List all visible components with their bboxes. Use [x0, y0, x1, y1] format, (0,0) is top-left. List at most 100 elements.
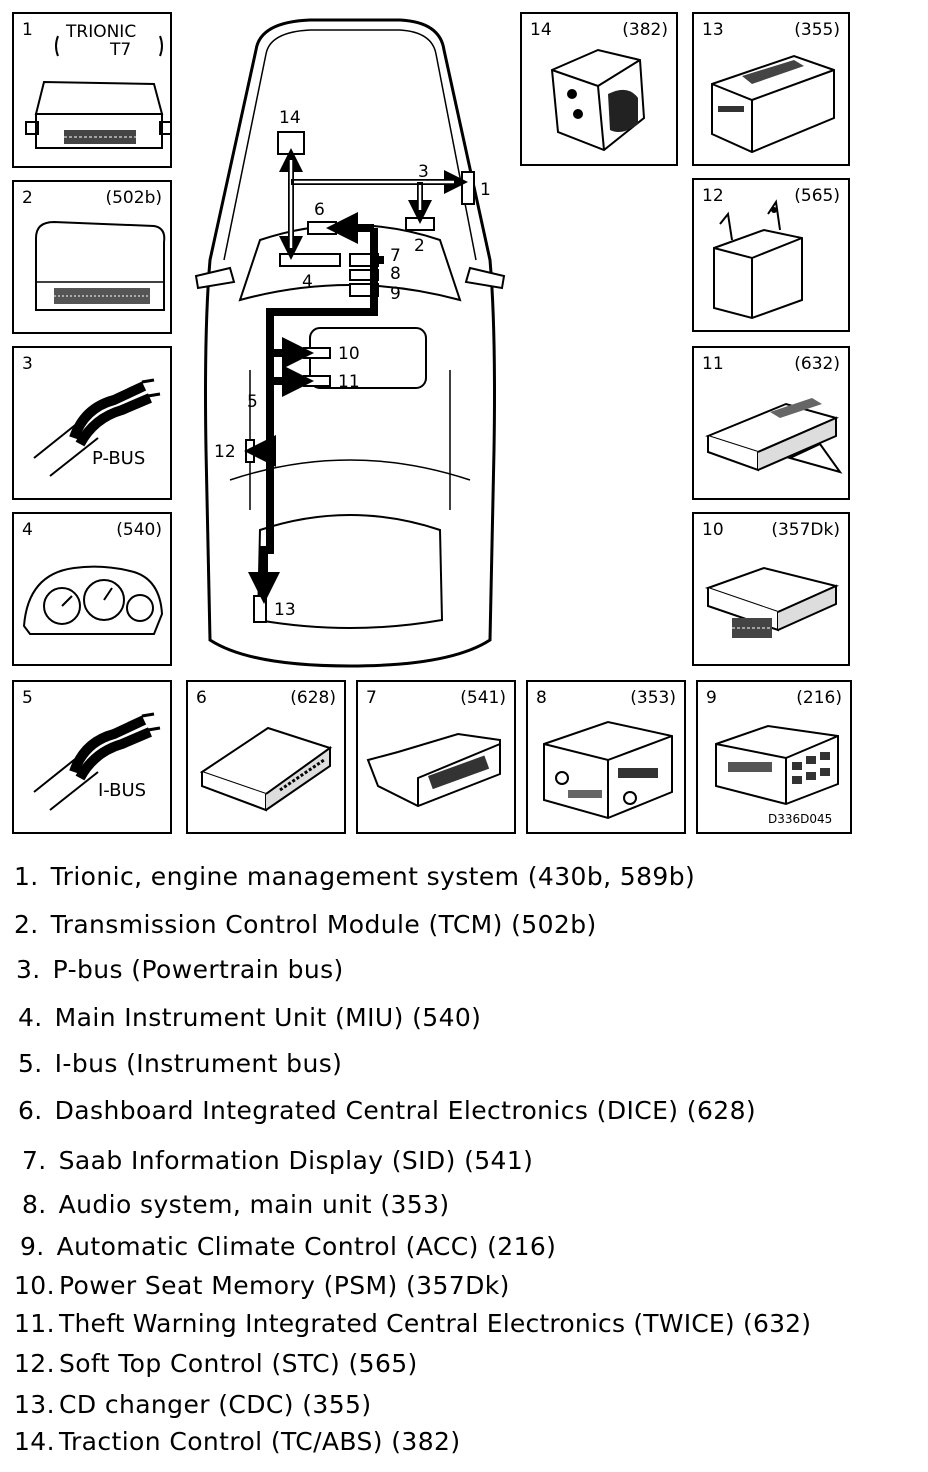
car-label-12: 12	[214, 442, 236, 462]
component-panel-7: 7 (541)	[356, 680, 516, 834]
car-label-2: 2	[414, 236, 425, 256]
component-panel-8: 8 (353)	[526, 680, 686, 834]
panel-code: (353)	[630, 688, 676, 708]
panel-number: 8	[536, 688, 547, 708]
panel-code: (565)	[794, 186, 840, 206]
legend-number: 13.	[14, 1390, 55, 1419]
component-panel-10: 10 (357Dk)	[692, 512, 850, 666]
dice-illustration	[199, 726, 333, 812]
car-box-11	[303, 375, 331, 387]
panel-number: 2	[22, 188, 33, 208]
component-panel-3: 3 P-BUS	[12, 346, 172, 500]
bus-label: P-BUS	[92, 448, 146, 469]
audio-unit-illustration	[543, 720, 673, 820]
panel-code: (541)	[460, 688, 506, 708]
car-box-2	[405, 217, 435, 231]
legend-text: Trionic, engine management system (430b,…	[50, 862, 696, 891]
legend-list: 1. Trionic, engine management system (430…	[0, 852, 928, 1472]
legend-item-7: 7.Saab Information Display (SID) (541)	[22, 1146, 533, 1175]
panel-number: 1	[22, 20, 33, 40]
legend-item-14: 14.Traction Control (TC/ABS) (382)	[14, 1427, 461, 1456]
legend-text: Automatic Climate Control (ACC) (216)	[56, 1232, 557, 1261]
legend-item-2: 2.Transmission Control Module (TCM) (502…	[14, 910, 597, 939]
panel-number: 14	[530, 20, 552, 40]
car-box-1	[461, 171, 475, 205]
legend-text: Transmission Control Module (TCM) (502b)	[50, 910, 597, 939]
legend-item-1: 1. Trionic, engine management system (430…	[14, 862, 695, 891]
legend-text: CD changer (CDC) (355)	[58, 1390, 372, 1419]
legend-number: 10.	[14, 1271, 55, 1300]
sid-illustration	[366, 732, 501, 808]
car-box-6	[307, 221, 337, 235]
car-label-1: 1	[480, 180, 491, 200]
legend-number: 1.	[14, 862, 39, 891]
car-label-14: 14	[279, 108, 301, 128]
car-label-4: 4	[302, 272, 313, 292]
car-label-9: 9	[390, 284, 401, 304]
legend-text: Audio system, main unit (353)	[58, 1190, 450, 1219]
legend-number: 8.	[22, 1190, 47, 1219]
car-box-10	[303, 347, 331, 359]
cable-icon	[33, 378, 161, 477]
ecu-illustration	[25, 35, 170, 149]
legend-item-10: 10.Power Seat Memory (PSM) (357Dk)	[14, 1271, 510, 1300]
panel-code: (357Dk)	[771, 520, 840, 540]
panel-code: (632)	[794, 354, 840, 374]
legend-text: Power Seat Memory (PSM) (357Dk)	[58, 1271, 510, 1300]
tcm-illustration	[35, 220, 166, 311]
component-panel-5: 5 I-BUS	[12, 680, 172, 834]
car-box-14	[277, 131, 305, 155]
component-panel-9: 9 (216) D336D045	[696, 680, 852, 834]
car-label-3: 3	[418, 162, 429, 182]
panel-code: (216)	[796, 688, 842, 708]
panel-code: (502b)	[105, 188, 162, 208]
car-box-13	[253, 595, 267, 623]
component-panel-1: 1 TRIONIC T7	[12, 12, 172, 168]
drawing-id: D336D045	[768, 812, 833, 826]
legend-item-12: 12.Soft Top Control (STC) (565)	[14, 1349, 418, 1378]
legend-item-8: 8. Audio system, main unit (353)	[22, 1190, 450, 1219]
panel-number: 5	[22, 688, 33, 708]
panel-number: 11	[702, 354, 724, 374]
cd-changer-illustration	[711, 54, 835, 154]
component-panel-13: 13 (355)	[692, 12, 850, 166]
legend-item-4: 4. Main Instrument Unit (MIU) (540)	[18, 1003, 481, 1032]
component-panel-2: 2 (502b)	[12, 180, 172, 334]
panel-number: 7	[366, 688, 377, 708]
component-panel-11: 11 (632)	[692, 346, 850, 500]
legend-item-9: 9. Automatic Climate Control (ACC) (216)	[20, 1232, 556, 1261]
car-label-5: 5	[247, 392, 258, 412]
panel-title-bottom: T7	[110, 40, 132, 60]
p-bus-lines	[279, 148, 468, 260]
bus-label: I-BUS	[98, 780, 147, 801]
panel-code: (628)	[290, 688, 336, 708]
legend-text: Main Instrument Unit (MIU) (540)	[54, 1003, 482, 1032]
panel-number: 12	[702, 186, 724, 206]
legend-item-6: 6. Dashboard Integrated Central Electroni…	[18, 1096, 756, 1125]
legend-item-5: 5.I-bus (Instrument bus)	[18, 1049, 342, 1078]
instrument-cluster-illustration	[22, 565, 164, 635]
legend-number: 14.	[14, 1427, 55, 1456]
car-label-11: 11	[338, 372, 360, 392]
panel-number: 10	[702, 520, 724, 540]
car-label-8: 8	[390, 264, 401, 284]
panel-title-top: TRIONIC	[66, 22, 137, 42]
panel-number: 6	[196, 688, 207, 708]
panel-number: 9	[706, 688, 717, 708]
cable-icon	[33, 712, 161, 811]
psm-illustration	[704, 566, 840, 638]
component-panel-12: 12 (565)	[692, 178, 850, 332]
car-label-6: 6	[314, 200, 325, 220]
legend-number: 4.	[18, 1003, 43, 1032]
stc-illustration	[713, 199, 803, 320]
legend-number: 7.	[22, 1146, 47, 1175]
panel-number: 4	[22, 520, 33, 540]
panel-number: 3	[22, 354, 33, 374]
legend-number: 6.	[18, 1096, 43, 1125]
car-box-4	[279, 253, 341, 267]
car-outline-diagram	[194, 18, 506, 668]
panel-code: (355)	[794, 20, 840, 40]
legend-number: 9.	[20, 1232, 45, 1261]
legend-text: Dashboard Integrated Central Electronics…	[54, 1096, 757, 1125]
car-box-12	[245, 439, 255, 463]
